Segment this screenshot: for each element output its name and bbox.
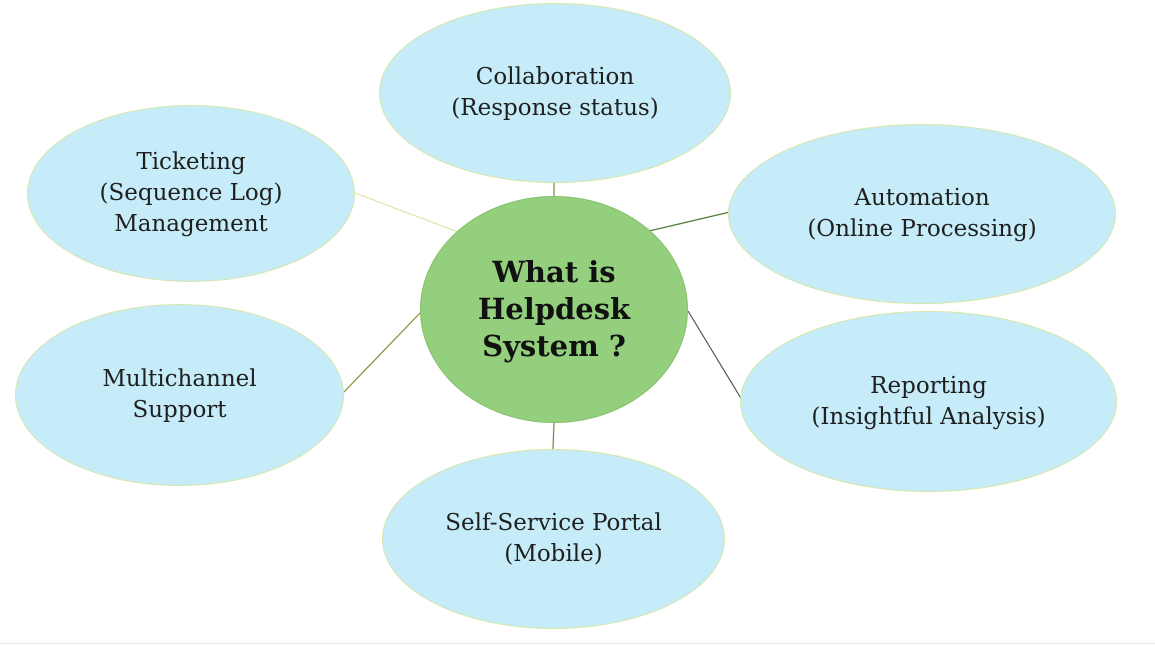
- node-automation-line-1: Automation: [854, 185, 990, 211]
- node-collaboration: Collaboration (Response status): [379, 3, 731, 183]
- center-node: What is Helpdesk System ?: [420, 196, 688, 423]
- node-ticketing-line-2: (Sequence Log): [99, 180, 283, 206]
- node-self-service-portal: Self-Service Portal (Mobile): [382, 449, 725, 629]
- center-line-1: What is: [492, 255, 616, 289]
- node-automation: Automation (Online Processing): [728, 124, 1116, 304]
- node-multichannel-line-2: Support: [132, 397, 227, 423]
- node-reporting: Reporting (Insightful Analysis): [740, 311, 1117, 492]
- center-line-3: System ?: [482, 329, 626, 363]
- connector-ticketing: [354, 192, 459, 233]
- node-ticketing: Ticketing (Sequence Log) Management: [27, 105, 355, 282]
- connector-reporting: [687, 310, 743, 401]
- node-reporting-line-2: (Insightful Analysis): [811, 403, 1046, 430]
- node-automation-line-2: (Online Processing): [807, 216, 1037, 242]
- connector-self-service: [552, 422, 555, 450]
- node-multichannel: Multichannel Support: [15, 304, 344, 486]
- node-ticketing-line-3: Management: [114, 211, 268, 237]
- node-self-service-line-1: Self-Service Portal: [445, 510, 662, 536]
- node-ticketing-line-1: Ticketing: [136, 149, 246, 175]
- node-reporting-line-1: Reporting: [870, 372, 987, 399]
- connector-multichannel: [341, 310, 423, 395]
- center-line-2: Helpdesk: [477, 292, 631, 326]
- connector-automation: [648, 211, 731, 232]
- bottom-divider: [0, 643, 1155, 644]
- node-collaboration-line-1: Collaboration: [475, 64, 635, 90]
- node-self-service-line-2: (Mobile): [504, 541, 603, 567]
- node-collaboration-line-2: (Response status): [451, 95, 659, 121]
- node-multichannel-line-1: Multichannel: [102, 366, 257, 392]
